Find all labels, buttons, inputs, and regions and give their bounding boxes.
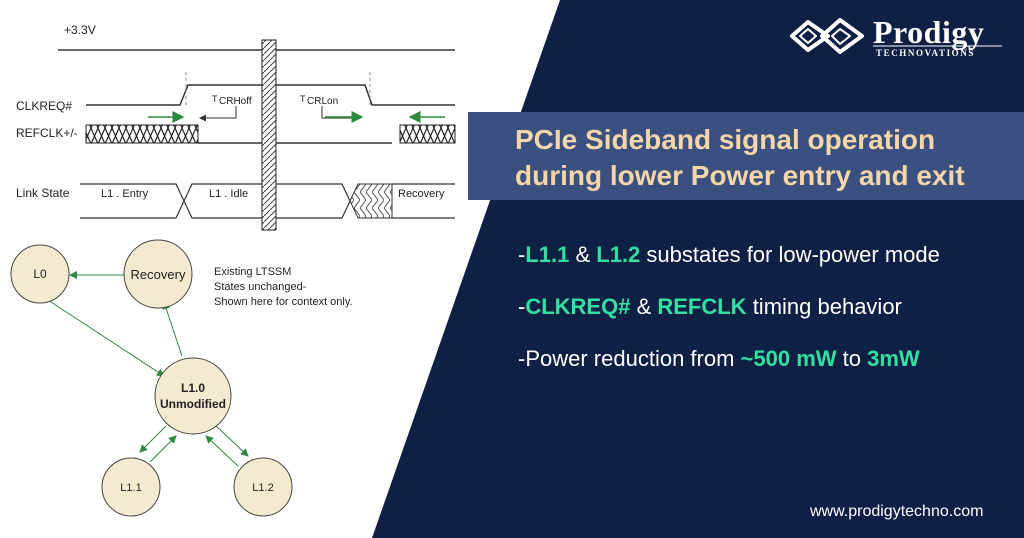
time-break-bar (261, 39, 277, 231)
link-state-label: Link State (16, 186, 70, 200)
bullet-substates: -L1.1 & L1.2 substates for low-power mod… (518, 242, 940, 268)
tcrhoff-t: T (212, 94, 218, 104)
ltssm-diagram: L0 Recovery L1.0 Unmodified L1.1 L1.2 Ex… (10, 239, 353, 517)
node-l10 (154, 357, 232, 435)
brand-name: Prodigy (873, 14, 985, 50)
bullet-connector: & (569, 242, 597, 267)
node-recovery-label: Recovery (131, 267, 186, 282)
node-l0 (10, 244, 70, 304)
ltssm-note-line1: Existing LTSSM (214, 266, 291, 278)
bullet-text: substates for low-power mode (640, 242, 940, 267)
node-l11 (101, 457, 161, 517)
node-l0-label: L0 (33, 267, 47, 281)
ltssm-note-line2: States unchanged- (214, 281, 307, 293)
bullet-connector: to (836, 346, 868, 371)
bullet-timing: -CLKREQ# & REFCLK timing behavior (518, 294, 902, 320)
tcrhoff-label: CRHoff (219, 96, 252, 107)
highlight-clkreq: CLKREQ# (525, 294, 631, 319)
highlight-l11: L1.1 (525, 242, 570, 267)
highlight-refclk: REFCLK (657, 294, 747, 319)
node-l10-label2: Unmodified (160, 397, 226, 411)
node-l12 (233, 457, 293, 517)
timing-diagram: +3.3V CLKREQ# T CRHoff T CRLon REFCLK+/-… (16, 23, 456, 231)
clkreq-label: CLKREQ# (16, 99, 72, 113)
bullet-dash: - (518, 294, 526, 319)
tcrlon-t: T (300, 94, 306, 104)
bullet-text: timing behavior (746, 294, 902, 319)
highlight-l12: L1.2 (596, 242, 641, 267)
highlight-500mw: ~500 mW (740, 346, 837, 371)
ltssm-note-line3: Shown here for context only. (214, 296, 353, 308)
website-link[interactable]: www.prodigytechno.com (810, 503, 984, 520)
node-recovery (123, 239, 193, 309)
title-line-1: PCIe Sideband signal operation (515, 124, 936, 155)
brand-tagline: TECHNOVATIONS (876, 48, 975, 58)
refclk-active-right (399, 124, 456, 144)
bullet-connector: & (630, 294, 658, 319)
state-l1-idle: L1 . Idle (209, 188, 248, 200)
supply-label: +3.3V (64, 23, 96, 37)
bullet-text: -Power reduction from (518, 346, 741, 371)
title-banner (468, 112, 1024, 200)
tcrlon-label: CRLon (307, 96, 338, 107)
refclk-active-left (85, 124, 199, 144)
highlight-3mw: 3mW (867, 346, 920, 371)
node-l11-label: L1.1 (120, 482, 141, 494)
bullet-dash: - (518, 242, 526, 267)
node-l10-label1: L1.0 (181, 381, 205, 395)
node-l12-label: L1.2 (252, 482, 273, 494)
refclk-label: REFCLK+/- (16, 126, 78, 140)
title-line-2: during lower Power entry and exit (515, 160, 965, 191)
prodigy-logo-icon (790, 18, 864, 54)
state-recovery: Recovery (398, 188, 445, 200)
state-l1-entry: L1 . Entry (101, 188, 149, 200)
bullet-power: -Power reduction from ~500 mW to 3mW (518, 346, 920, 372)
